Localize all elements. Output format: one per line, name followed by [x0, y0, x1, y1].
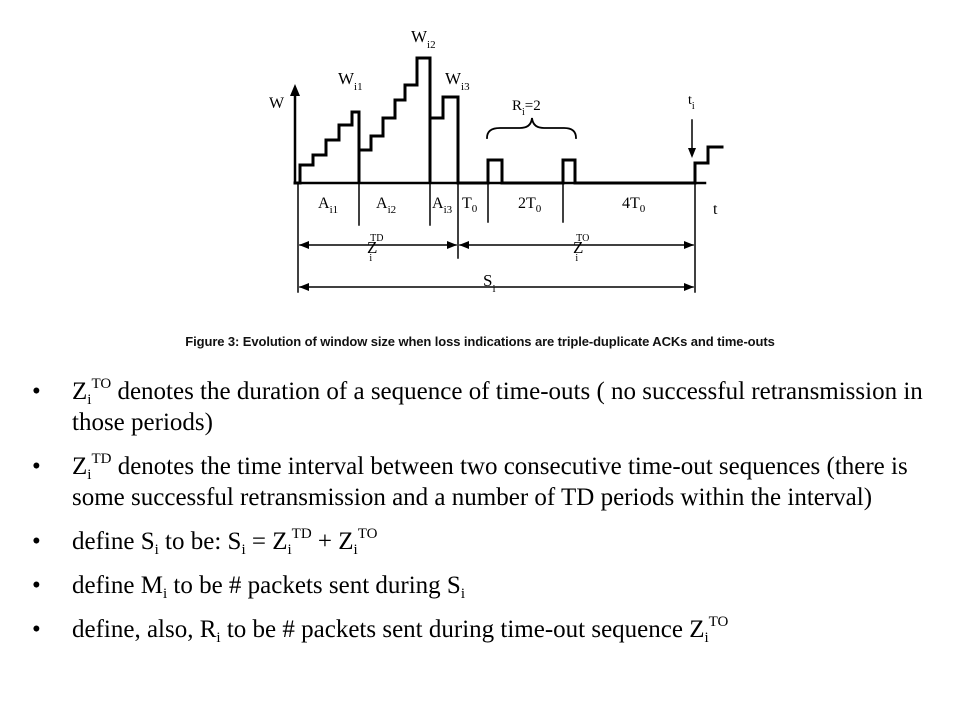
z-to-arrow-right [684, 241, 694, 249]
label-w-i3: Wi3 [445, 69, 470, 93]
y-axis-label: W [269, 95, 285, 112]
bullet-define-s: • define Si to be: Si = ZiTD + ZiTO [32, 526, 378, 558]
bullet-dot: • [32, 378, 41, 405]
window-size-trace [293, 56, 724, 185]
label-4t0: 4T0 [622, 195, 646, 215]
bullet-define-r: • define, also, Ri to be # packets sent … [32, 614, 729, 646]
label-r-i: Ri=2 [512, 98, 541, 118]
label-a-i2: Ai2 [376, 195, 396, 216]
label-a-i3: Ai3 [432, 195, 453, 216]
bullet-dot: • [32, 616, 41, 643]
x-axis-label: t [713, 201, 718, 218]
bullet-list: • ZiTO denotes the duration of a sequenc… [28, 376, 948, 658]
s-i-arrow-left [299, 283, 309, 291]
z-td-arrow-right [447, 241, 457, 249]
y-axis-arrow [290, 84, 300, 96]
window-size-evolution-figure: W t Wi1 Wi2 Wi3 Ri=2 ti Ai1 Ai2 Ai3 T0 2… [269, 27, 724, 295]
bullet-dot: • [32, 453, 41, 480]
s-i-arrow-right [684, 283, 694, 291]
z-td-arrow-left [299, 241, 309, 249]
z-to-arrow-left [459, 241, 469, 249]
bullet-z-to: • ZiTO denotes the duration of a sequenc… [32, 376, 923, 437]
label-s-i: Si [483, 271, 496, 295]
label-w-i2: Wi2 [411, 27, 436, 51]
bullet-z-td: • ZiTD denotes the time interval between… [32, 451, 908, 512]
bullet-dot: • [32, 528, 41, 555]
bullet-define-m: • define Mi to be # packets sent during … [32, 572, 465, 602]
r-i-brace [486, 117, 577, 139]
label-2t0: 2T0 [518, 195, 542, 215]
bullet-dot: • [32, 572, 41, 599]
label-a-i1: Ai1 [318, 195, 338, 216]
t-i-arrow-head [688, 148, 696, 158]
label-w-i1: Wi1 [338, 69, 363, 93]
figure-caption: Figure 3: Evolution of window size when … [185, 334, 775, 349]
label-t-i: ti [688, 93, 695, 112]
label-t0: T0 [462, 195, 478, 215]
